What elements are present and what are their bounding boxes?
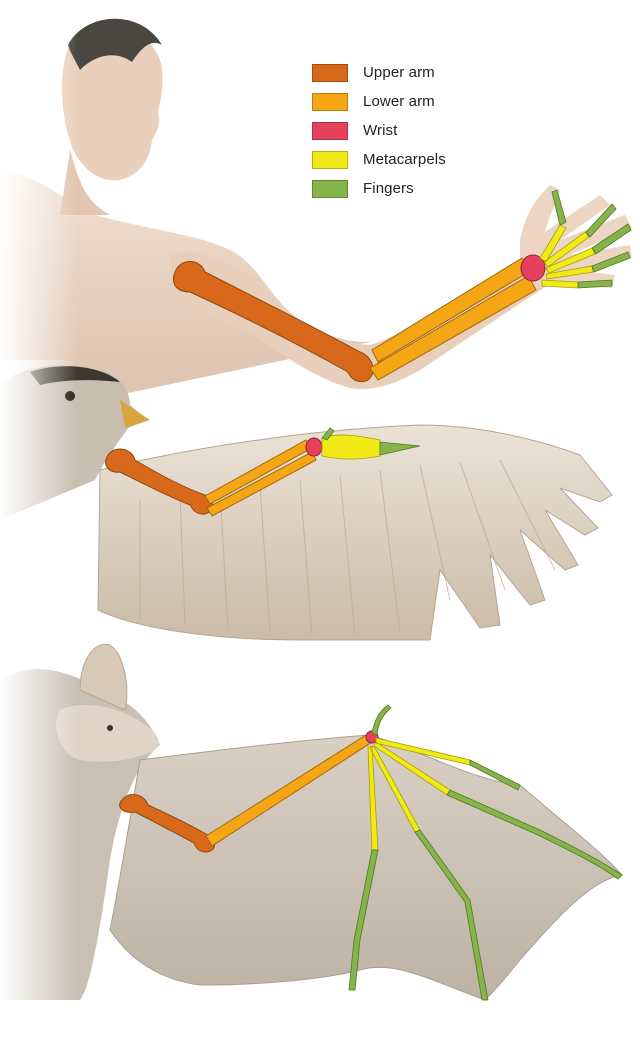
- legend-item-lower-arm: Lower arm: [312, 87, 446, 116]
- bird-figure-icon: [0, 360, 640, 640]
- legend-label: Wrist: [363, 122, 397, 139]
- legend-label: Upper arm: [363, 64, 435, 81]
- legend-item-metacarpels: Metacarpels: [312, 145, 446, 174]
- legend-item-upper-arm: Upper arm: [312, 58, 446, 87]
- bat-figure-icon: [0, 640, 640, 1040]
- legend-label: Metacarpels: [363, 151, 446, 168]
- lower-arm-swatch: [312, 93, 348, 111]
- fingers-swatch: [312, 180, 348, 198]
- legend-item-fingers: Fingers: [312, 174, 446, 203]
- legend-item-wrist: Wrist: [312, 116, 446, 145]
- wrist-swatch: [312, 122, 348, 140]
- legend-label: Fingers: [363, 180, 414, 197]
- upper-arm-swatch: [312, 64, 348, 82]
- metacarpels-swatch: [312, 151, 348, 169]
- legend-label: Lower arm: [363, 93, 435, 110]
- bone-legend: Upper arm Lower arm Wrist Metacarpels Fi…: [312, 58, 446, 203]
